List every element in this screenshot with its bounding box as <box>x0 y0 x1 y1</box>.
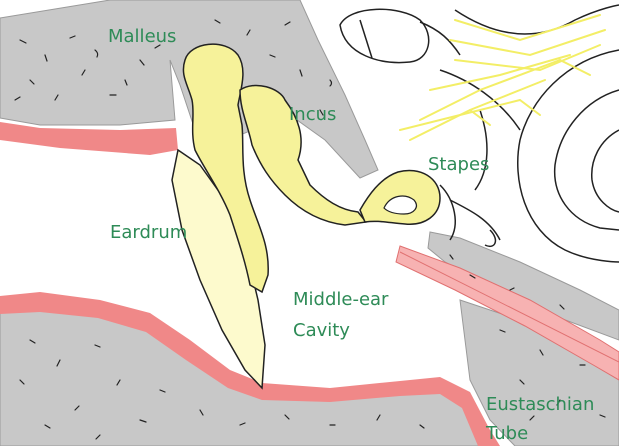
upper-mucosa <box>0 122 178 155</box>
label-eustachian-tube-line1: Eustaschian <box>486 394 594 416</box>
inner-ear-outline <box>340 5 619 262</box>
label-malleus: Malleus <box>108 26 176 48</box>
label-eardrum: Eardrum <box>110 222 187 244</box>
label-stapes: Stapes <box>428 154 489 176</box>
label-incus: Incus <box>289 104 336 126</box>
label-eustachian-tube-line2: Tube <box>486 423 528 445</box>
label-middle-ear-cavity-line2: Cavity <box>293 320 350 342</box>
label-middle-ear-cavity-line1: Middle-ear <box>293 289 388 311</box>
